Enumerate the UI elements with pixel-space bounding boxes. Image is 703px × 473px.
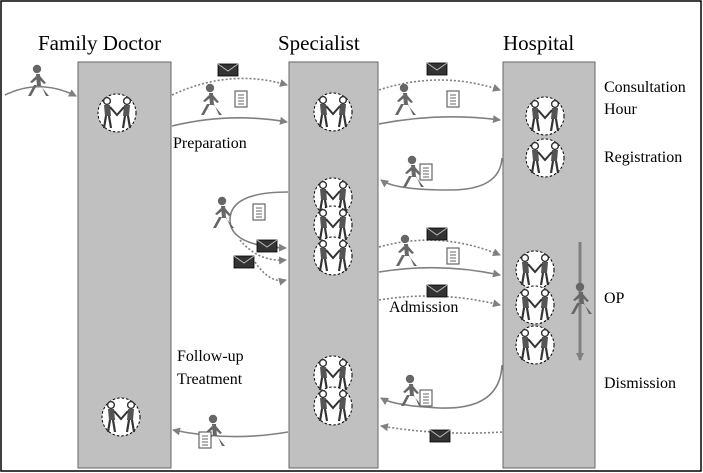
patient-walking-icon	[28, 64, 49, 96]
handshake-circle-icon	[96, 92, 138, 134]
referral-message-arrow	[171, 77, 288, 96]
admission-label: Admission	[389, 299, 458, 316]
patient-walking-icon	[396, 234, 417, 266]
op-label: OP	[604, 290, 625, 307]
family-doctor-heading: Family Doctor	[38, 31, 161, 55]
admission-patient-arrow	[378, 266, 501, 278]
document-icon	[446, 247, 460, 265]
consultation-label-line1: Consultation	[604, 79, 686, 96]
consultation-patient-arrow	[378, 115, 501, 125]
document-icon	[234, 90, 248, 108]
document-icon	[419, 163, 433, 181]
handshake-circle-icon	[524, 137, 566, 179]
handshake-circle-icon	[514, 249, 556, 291]
hospital-heading: Hospital	[503, 31, 574, 55]
preparation-label: Preparation	[173, 135, 247, 152]
patient-referral-arrow	[171, 116, 288, 127]
document-icon	[198, 431, 212, 449]
document-icon	[419, 389, 433, 407]
admission-message-arrow-1	[378, 239, 501, 257]
patient-walking-icon	[401, 374, 422, 406]
handshake-circle-icon	[312, 235, 354, 277]
dismission-label: Dismission	[604, 375, 676, 392]
patient-walking-icon	[395, 83, 416, 115]
registration-return-arrow	[380, 157, 503, 191]
loop-message-arrow-2	[254, 261, 287, 286]
follow-up-return-arrow	[172, 427, 289, 438]
handshake-circle-icon	[524, 95, 566, 137]
specialist-heading: Specialist	[278, 31, 360, 55]
consultation-label-line2: Hour	[604, 101, 638, 118]
consultation-message-arrow	[378, 79, 501, 92]
handshake-circle-icon	[514, 284, 556, 326]
envelope-icon	[426, 62, 448, 76]
handshake-circle-icon	[312, 385, 354, 427]
envelope-icon	[256, 239, 278, 253]
handshake-circle-icon	[514, 324, 556, 366]
dismission-return-arrow	[380, 364, 503, 409]
registration-label: Registration	[604, 149, 682, 166]
envelope-icon	[217, 63, 239, 77]
envelope-icon	[426, 227, 448, 241]
document-icon	[252, 203, 266, 221]
envelope-icon	[233, 255, 255, 269]
handshake-circle-icon	[312, 91, 354, 133]
document-icon	[446, 90, 460, 108]
patient-walking-icon	[201, 83, 222, 115]
follow-up-label-line1: Follow-up	[177, 348, 244, 365]
envelope-icon	[426, 284, 448, 298]
loop-message-arrow-1	[239, 239, 287, 265]
follow-up-label-line2: Treatment	[177, 371, 243, 388]
envelope-icon	[429, 429, 451, 443]
entry-arrow	[4, 86, 77, 97]
handshake-circle-icon	[100, 396, 142, 438]
